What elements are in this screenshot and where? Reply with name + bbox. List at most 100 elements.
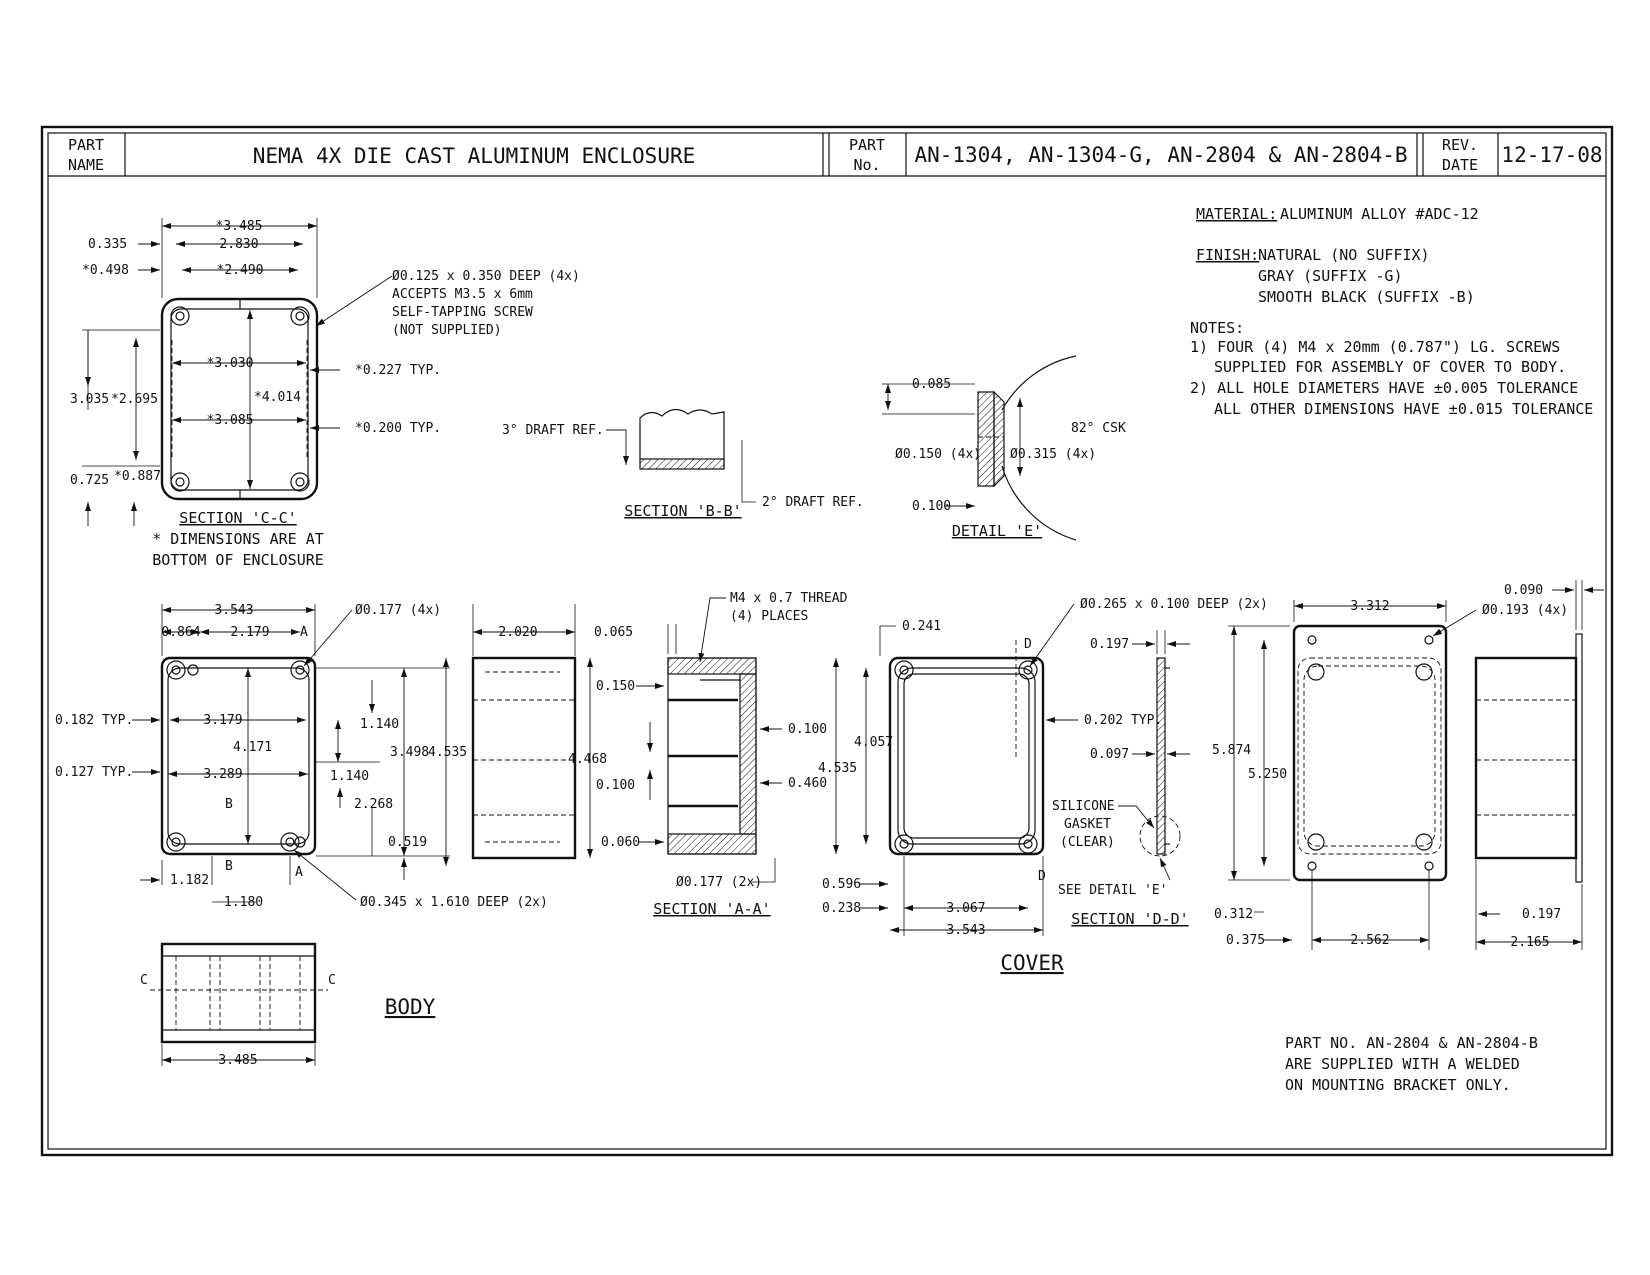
- section-label: C: [140, 973, 148, 988]
- finish-line: SMOOTH BLACK (SUFFIX -B): [1258, 288, 1475, 306]
- title-block: PART NAME NEMA 4X DIE CAST ALUMINUM ENCL…: [68, 136, 1603, 174]
- detail-e-title: DETAIL 'E': [952, 522, 1042, 540]
- draft-label: 2° DRAFT REF.: [762, 495, 864, 510]
- finish-line: NATURAL (NO SUFFIX): [1258, 246, 1430, 264]
- dim-label: 0.864: [161, 625, 200, 640]
- hole-note: SELF-TAPPING SCREW: [392, 305, 533, 320]
- dim-label: 0.100: [596, 778, 635, 793]
- dim-label: Ø0.315 (4x): [1010, 447, 1096, 462]
- part-no-label: PART: [849, 136, 885, 154]
- dim-label: 2.020: [498, 625, 537, 640]
- cover-title: COVER: [1000, 951, 1064, 975]
- body-bottom-view: C C 3.485 BODY: [140, 942, 436, 1068]
- dim-label: 3.543: [214, 603, 253, 618]
- section-cc-note: BOTTOM OF ENCLOSURE: [152, 551, 324, 569]
- dim-label: 3.498: [390, 745, 429, 760]
- bracket-note-line: ON MOUNTING BRACKET ONLY.: [1285, 1076, 1511, 1094]
- dim-label: 2.165: [1510, 935, 1549, 950]
- dim-label: 3.035: [70, 392, 109, 407]
- section-aa-title: SECTION 'A-A': [653, 900, 770, 918]
- material-label: MATERIAL:: [1196, 205, 1277, 223]
- section-cc-title: SECTION 'C-C': [179, 509, 296, 527]
- dim-label: 1.140: [360, 717, 399, 732]
- section-dd-view: 0.197 0.097 SILICONE GASKET (CLEAR) SEE …: [1052, 630, 1190, 928]
- draft-label: 3° DRAFT REF.: [502, 423, 604, 438]
- dim-label: 3.543: [946, 923, 985, 938]
- dim-label: *0.887: [114, 469, 161, 484]
- dim-label: 0.197: [1522, 907, 1561, 922]
- body-top-view: 3.543 0.864 2.179 A Ø0.177 (4x) 0.182 TY…: [55, 603, 548, 910]
- section-label: A: [295, 865, 303, 880]
- dim-label: *0.200 TYP.: [355, 421, 441, 436]
- hole-note: (NOT SUPPLIED): [392, 323, 502, 338]
- section-dd-title: SECTION 'D-D': [1071, 910, 1188, 928]
- dim-label: 0.150: [596, 679, 635, 694]
- rev-date: 12-17-08: [1501, 143, 1602, 167]
- dim-label: 3.485: [218, 1053, 257, 1068]
- note-line: SUPPLIED FOR ASSEMBLY OF COVER TO BODY.: [1214, 358, 1566, 376]
- body-side-view: 2.020 4.468: [471, 604, 607, 860]
- bracket-note-line: ARE SUPPLIED WITH A WELDED: [1285, 1055, 1520, 1073]
- dim-label: 0.127 TYP.: [55, 765, 133, 780]
- dim-label: 0.060: [601, 835, 640, 850]
- section-label: B: [225, 797, 233, 812]
- dim-label: 4.535: [818, 761, 857, 776]
- dim-label: 0.097: [1090, 747, 1129, 762]
- section-label: C: [328, 973, 336, 988]
- dim-label: 2.179: [230, 625, 269, 640]
- hole-note: ACCEPTS M3.5 x 6mm: [392, 287, 533, 302]
- gasket-label: SILICONE: [1052, 799, 1115, 814]
- dim-label: *3.085: [207, 413, 254, 428]
- hole-label: Ø0.177 (2x): [676, 875, 762, 890]
- bracket-view: 3.312 Ø0.193 (4x) 5.874 5.250 0.312 0.37…: [1212, 580, 1604, 950]
- part-name: NEMA 4X DIE CAST ALUMINUM ENCLOSURE: [253, 144, 696, 168]
- see-detail-label: SEE DETAIL 'E': [1058, 883, 1168, 898]
- section-bb-title: SECTION 'B-B': [624, 502, 741, 520]
- section-label: D: [1024, 637, 1032, 652]
- dim-label: 0.065: [594, 625, 633, 640]
- dim-label: 3.289: [203, 767, 242, 782]
- material-block: MATERIAL: ALUMINUM ALLOY #ADC-12 FINISH:…: [1190, 205, 1593, 418]
- thread-note: (4) PLACES: [730, 609, 808, 624]
- dim-label: 2.268: [354, 797, 393, 812]
- dim-label: 0.241: [902, 619, 941, 634]
- part-name-label-2: NAME: [68, 156, 104, 174]
- detail-e-view: 0.085 Ø0.150 (4x) Ø0.315 (4x) 0.100 82° …: [882, 355, 1126, 541]
- dim-label: 0.460: [788, 776, 827, 791]
- section-label: D: [1038, 869, 1046, 884]
- dim-label: 0.202 TYP.: [1084, 713, 1162, 728]
- rev-label: REV.: [1442, 136, 1478, 154]
- dim-label: 0.182 TYP.: [55, 713, 133, 728]
- dim-label: *2.695: [111, 392, 158, 407]
- dim-label: 5.874: [1212, 743, 1251, 758]
- dim-label: 0.100: [912, 499, 951, 514]
- dim-label: *3.485: [216, 219, 263, 234]
- dim-label: 0.519: [388, 835, 427, 850]
- section-label: A: [300, 625, 308, 640]
- sheet-border: [40, 125, 1614, 1157]
- dim-label: 0.197: [1090, 637, 1129, 652]
- part-name-label: PART: [68, 136, 104, 154]
- gasket-label: (CLEAR): [1060, 835, 1115, 850]
- dim-label: 0.312: [1214, 907, 1253, 922]
- dim-label: 2.562: [1350, 933, 1389, 948]
- note-line: ALL OTHER DIMENSIONS HAVE ±0.015 TOLERAN…: [1214, 400, 1593, 418]
- dim-label: 0.238: [822, 901, 861, 916]
- dim-label: 0.085: [912, 377, 951, 392]
- csk-label: 82° CSK: [1071, 421, 1126, 436]
- note-line: 2) ALL HOLE DIAMETERS HAVE ±0.005 TOLERA…: [1190, 379, 1578, 397]
- dim-label: *4.014: [254, 390, 301, 405]
- dim-label: 0.596: [822, 877, 861, 892]
- dim-label: 0.725: [70, 473, 109, 488]
- dim-label: *3.030: [207, 356, 254, 371]
- dim-label: 0.375: [1226, 933, 1265, 948]
- finish-line: GRAY (SUFFIX -G): [1258, 267, 1403, 285]
- note-line: 1) FOUR (4) M4 x 20mm (0.787") LG. SCREW…: [1190, 338, 1560, 356]
- finish-label: FINISH:: [1196, 246, 1259, 264]
- part-no-label-2: No.: [853, 156, 880, 174]
- dim-label: 3.067: [946, 901, 985, 916]
- hole-label: Ø0.177 (4x): [355, 603, 441, 618]
- dim-label: Ø0.150 (4x): [895, 447, 981, 462]
- section-bb-view: 3° DRAFT REF. 2° DRAFT REF. SECTION 'B-B…: [502, 408, 864, 520]
